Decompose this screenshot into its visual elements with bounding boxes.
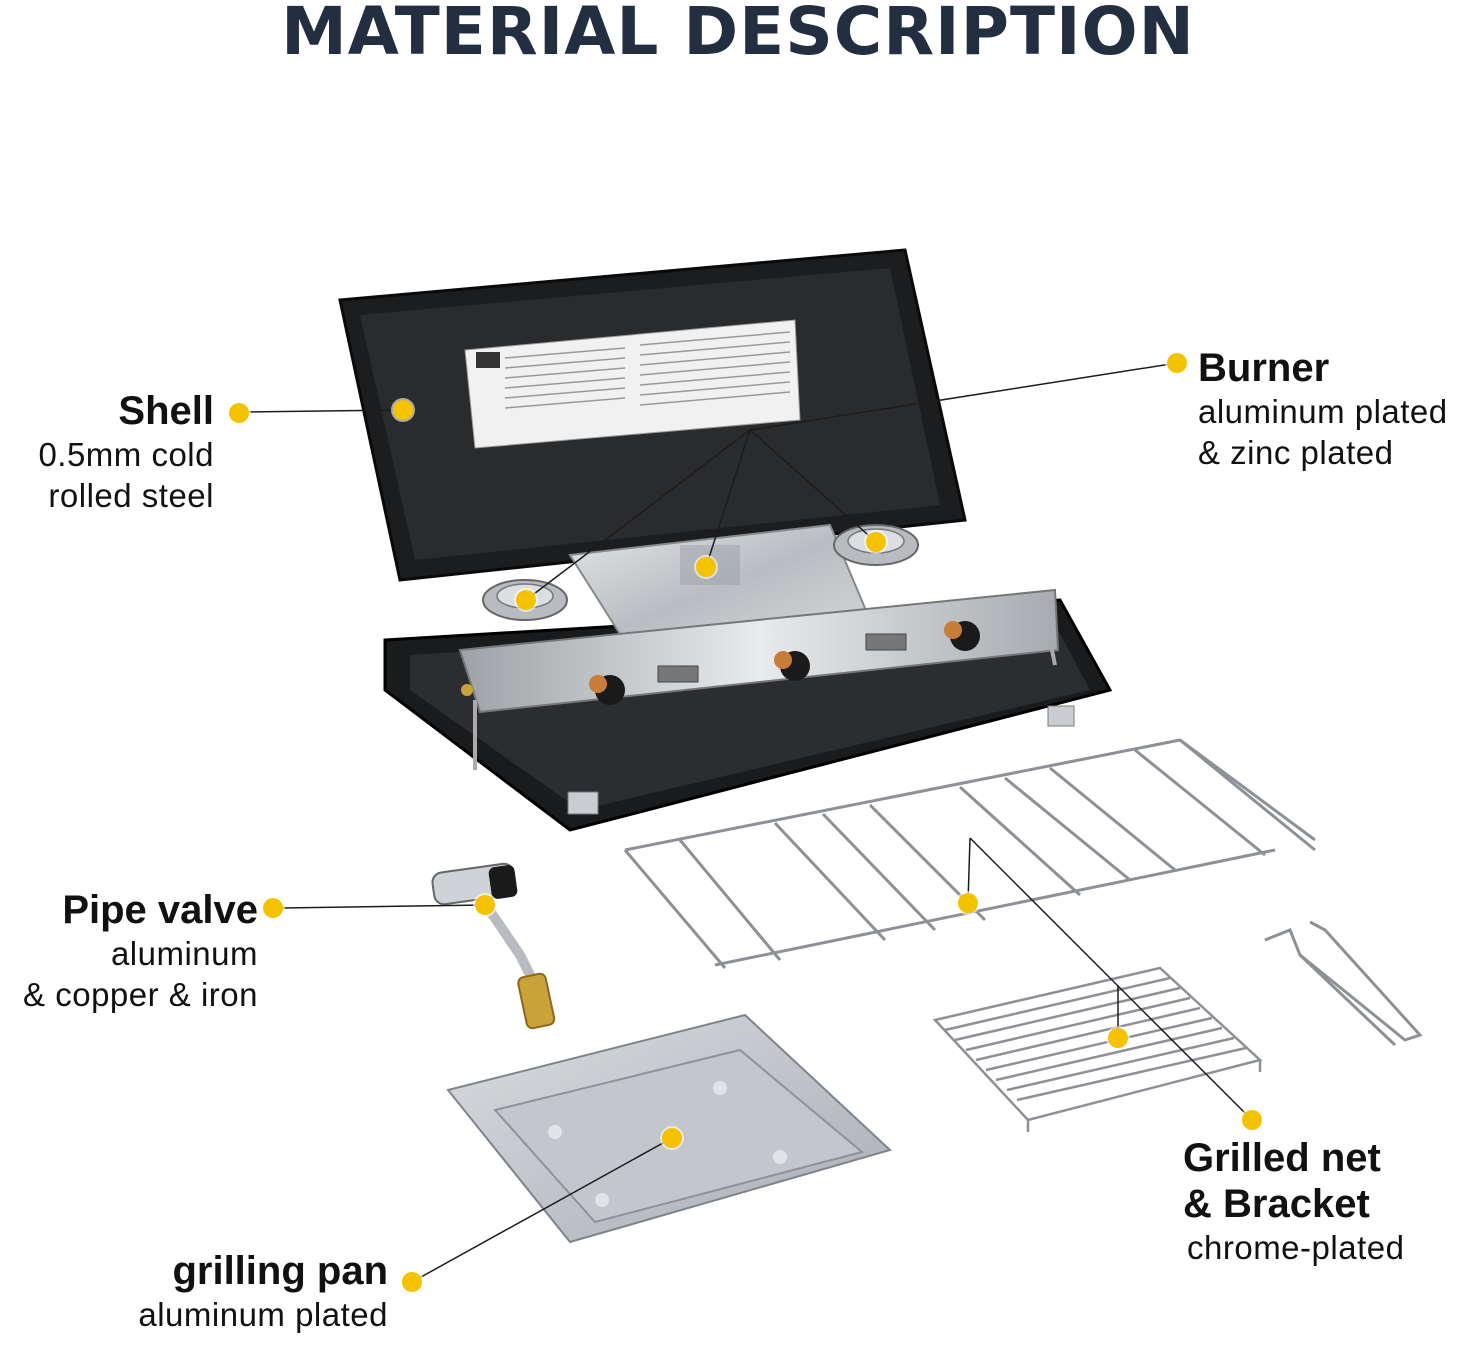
burner-left-point-dot xyxy=(516,590,536,610)
page-title: MATERIAL DESCRIPTION xyxy=(281,0,1195,70)
grill-rack-point-dot xyxy=(958,893,978,913)
shell-label: Shell 0.5mm cold rolled steel xyxy=(38,388,214,516)
pipe-valve-label: Pipe valve aluminum & copper & iron xyxy=(23,887,258,1015)
grilling-pan-point-dot xyxy=(662,1128,682,1148)
grilled-net-desc: chrome-plated xyxy=(1187,1229,1405,1266)
burner-label: Burner aluminum plated & zinc plated xyxy=(1198,345,1448,473)
burner-center-point-dot xyxy=(696,557,716,577)
grilled-net-name-line-1: Grilled net xyxy=(1183,1136,1381,1180)
shell-name: Shell xyxy=(118,389,214,433)
pipe-valve-desc-line-1: aluminum xyxy=(110,935,258,972)
shell-desc-line-1: 0.5mm cold xyxy=(38,436,214,473)
burner-name: Burner xyxy=(1198,346,1330,390)
pipe-valve-name: Pipe valve xyxy=(62,888,258,932)
pipe-valve-dot xyxy=(263,898,283,918)
burner-desc-line-1: aluminum plated xyxy=(1198,393,1448,430)
burner-dot xyxy=(1167,353,1187,373)
stove-shell xyxy=(338,248,967,582)
bracket xyxy=(1264,920,1423,1047)
grilled-net xyxy=(932,966,1263,1132)
stove-cooktop xyxy=(458,523,1060,770)
shell-point-dot xyxy=(393,400,413,420)
grilled-net-point-dot xyxy=(1108,1028,1128,1048)
grilling-pan-label: grilling pan aluminum plated xyxy=(138,1248,388,1335)
pipe-valve xyxy=(431,862,556,1030)
grilled-net-name-line-2: & Bracket xyxy=(1183,1182,1370,1226)
grilling-pan-desc: aluminum plated xyxy=(138,1296,388,1333)
grilling-pan-dot xyxy=(402,1272,422,1292)
pipe-valve-desc-line-2: & copper & iron xyxy=(23,976,258,1013)
burner-right-point-dot xyxy=(866,532,886,552)
shell-desc-line-2: rolled steel xyxy=(48,477,214,514)
grilled-net-label: Grilled net & Bracket chrome-plated xyxy=(1183,1135,1404,1268)
grill-rack xyxy=(623,738,1316,969)
pipe-valve-point-dot xyxy=(475,895,495,915)
burner-desc-line-2: & zinc plated xyxy=(1198,434,1394,471)
leader-lines xyxy=(248,362,1253,1283)
shell-dot xyxy=(229,403,249,423)
grilled-net-dot xyxy=(1242,1110,1262,1130)
grilling-pan-name: grilling pan xyxy=(172,1249,388,1293)
